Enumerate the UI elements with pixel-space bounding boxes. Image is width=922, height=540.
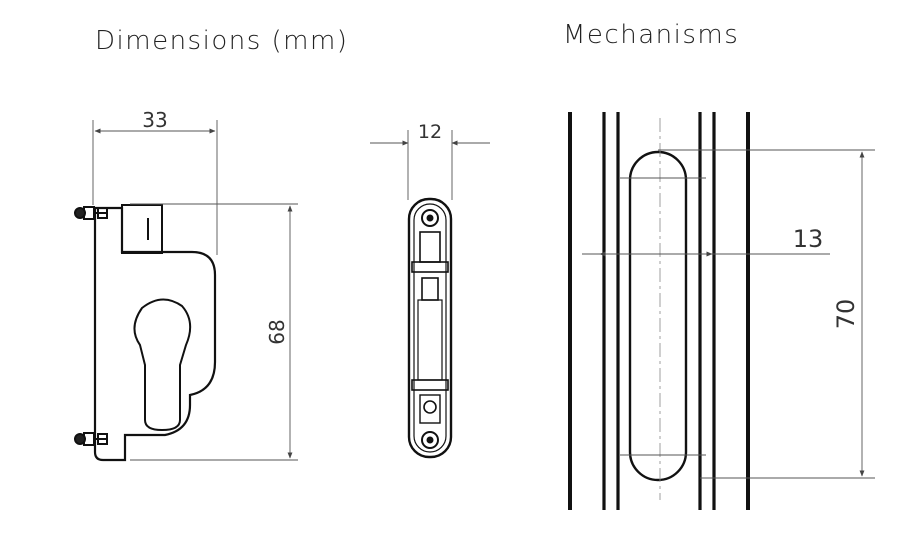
- side-view: [407, 197, 453, 459]
- mechanisms-title: Mechanisms: [563, 20, 740, 50]
- front-body-outline: [93, 206, 217, 462]
- front-top-tab: [121, 204, 163, 254]
- front-dimension-lines: [92, 120, 298, 461]
- front-view: [74, 204, 217, 462]
- dimensions-title: Dimensions (mm): [95, 26, 349, 56]
- inner-width-label: 13: [793, 225, 824, 253]
- width-label: 33: [142, 108, 167, 132]
- side-body-outline: [407, 197, 453, 459]
- mechanism-dimension-lines: [582, 149, 875, 479]
- height-label: 68: [265, 319, 289, 344]
- keyhole: [133, 298, 192, 432]
- top-screw-icon: [74, 206, 108, 220]
- bottom-screw-icon: [74, 432, 108, 446]
- thickness-label: 12: [418, 121, 442, 143]
- inner-height-label: 70: [832, 299, 860, 330]
- side-dimension-lines: [370, 130, 490, 200]
- mechanism-slot: [628, 150, 688, 482]
- mechanisms-view: [568, 112, 750, 510]
